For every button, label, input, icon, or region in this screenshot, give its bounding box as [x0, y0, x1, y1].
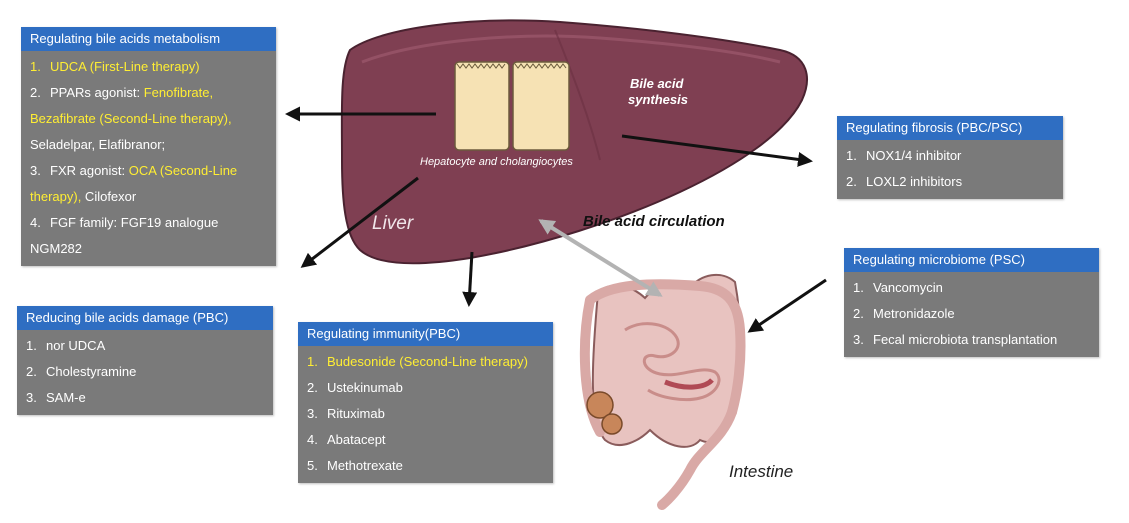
list-item-text: FXR agonist:: [50, 163, 129, 178]
arrow-to-damage: [300, 176, 419, 268]
box-microbiome-list: 1. Vancomycin 2. Metronidazole 3. Fecal micro…: [844, 272, 1099, 357]
list-item-number: 1.: [853, 280, 864, 295]
list-item: 2. Metronidazole: [853, 301, 1091, 327]
list-item-number: 1.: [307, 354, 318, 369]
list-item-number: 5.: [307, 458, 318, 473]
liver-label: Liver: [372, 213, 414, 234]
box-fibrosis-title: Regulating fibrosis (PBC/PSC): [837, 116, 1063, 140]
list-item-number: 4.: [30, 215, 41, 230]
list-item: 5. Methotrexate: [307, 453, 545, 479]
list-item-number: 2.: [853, 306, 864, 321]
arrow-from-microbiome: [747, 278, 827, 333]
list-item-number: 3.: [26, 390, 37, 405]
list-item-text: Abatacept: [327, 432, 386, 447]
hepatocyte-cells-illustration: [454, 61, 570, 151]
box-immunity: Regulating immunity(PBC) 1. Budesonide (S…: [298, 322, 553, 483]
list-item: 2. LOXL2 inhibitors: [846, 169, 1055, 195]
list-item-text: Ustekinumab: [327, 380, 403, 395]
list-item-number: 2.: [846, 174, 857, 189]
list-item-text: Cilofexor: [81, 189, 137, 204]
list-item: 3. SAM-e: [26, 385, 265, 411]
list-item: 2. Cholestyramine: [26, 359, 265, 385]
list-item-text: Metronidazole: [873, 306, 955, 321]
list-item-text: LOXL2 inhibitors: [866, 174, 963, 189]
list-item: 1. Vancomycin: [853, 275, 1091, 301]
list-item: 2. Ustekinumab: [307, 375, 545, 401]
list-item: 1. nor UDCA: [26, 333, 265, 359]
arrow-to-fibrosis: [621, 134, 813, 167]
list-item-text: nor UDCA: [46, 338, 106, 353]
list-item-text: Seladelpar, Elafibranor;: [30, 137, 166, 152]
bile-synthesis-label-line1: Bile acid: [630, 76, 684, 91]
box-metabolism: Regulating bile acids metabolism 1. UDCA …: [21, 27, 276, 266]
box-damage-title: Reducing bile acids damage (PBC): [17, 306, 273, 330]
list-item-number: 2.: [307, 380, 318, 395]
intestine-illustration: [579, 273, 746, 510]
box-fibrosis: Regulating fibrosis (PBC/PSC) 1. NOX1/4 i…: [837, 116, 1063, 199]
list-item: 1. NOX1/4 inhibitor: [846, 143, 1055, 169]
list-item: 2. PPARs agonist: Fenofibrate, Bezafibrat…: [30, 80, 268, 158]
arrow-to-immunity: [462, 251, 478, 307]
list-item-number: 2.: [30, 85, 41, 100]
list-item-text: Cholestyramine: [46, 364, 137, 379]
list-item: 3. Fecal microbiota transplantation: [853, 327, 1091, 353]
list-item: 3. FXR agonist: OCA (Second-Line therapy)…: [30, 158, 268, 210]
box-immunity-title: Regulating immunity(PBC): [298, 322, 553, 346]
bile-synthesis-label-line2: synthesis: [628, 92, 688, 107]
arrow-bile-circulation: [538, 219, 663, 297]
list-item-text: Fecal microbiota transplantation: [873, 332, 1058, 347]
list-item-text: Methotrexate: [327, 458, 403, 473]
list-item: 1. Budesonide (Second-Line therapy): [307, 349, 545, 375]
list-item-number: 3.: [853, 332, 864, 347]
list-item: 4.FGF family: FGF19 analogue NGM282: [30, 210, 268, 262]
list-item-text: UDCA (First-Line therapy): [50, 59, 200, 74]
list-item-number: 1.: [30, 59, 41, 74]
list-item-text: Budesonide (Second-Line therapy): [327, 354, 528, 369]
box-immunity-list: 1. Budesonide (Second-Line therapy) 2. Uste…: [298, 346, 553, 483]
hepatocyte-label: Hepatocyte and cholangiocytes: [420, 156, 573, 168]
list-item: 1. UDCA (First-Line therapy): [30, 54, 268, 80]
box-microbiome: Regulating microbiome (PSC) 1. Vancomycin…: [844, 248, 1099, 357]
box-damage: Reducing bile acids damage (PBC) 1. nor U…: [17, 306, 273, 415]
list-item-text: NOX1/4 inhibitor: [866, 148, 962, 163]
bile-circulation-label: Bile acid circulation: [583, 213, 725, 230]
box-metabolism-title: Regulating bile acids metabolism: [21, 27, 276, 51]
list-item-text: OCA (Second-Line therapy),: [30, 163, 238, 204]
list-item-text: Fenofibrate, Bezafibrate (Second-Line th…: [30, 85, 232, 126]
list-item-number: 4.: [307, 432, 318, 447]
box-metabolism-list: 1. UDCA (First-Line therapy) 2. PPARs agoni…: [21, 51, 276, 266]
list-item: 4. Abatacept: [307, 427, 545, 453]
intestine-label: Intestine: [729, 462, 794, 481]
list-item-text: Vancomycin: [873, 280, 943, 295]
list-item-number: 3.: [30, 163, 41, 178]
box-microbiome-title: Regulating microbiome (PSC): [844, 248, 1099, 272]
list-item-text: PPARs agonist:: [50, 85, 144, 100]
list-item-text: SAM-e: [46, 390, 86, 405]
list-item-number: 1.: [846, 148, 857, 163]
list-item-text: Rituximab: [327, 406, 385, 421]
list-item: 3. Rituximab: [307, 401, 545, 427]
list-item-number: 2.: [26, 364, 37, 379]
box-fibrosis-list: 1. NOX1/4 inhibitor 2. LOXL2 inhibitors: [837, 140, 1063, 199]
list-item-text: FGF family: FGF19 analogue NGM282: [30, 215, 219, 256]
list-item-number: 3.: [307, 406, 318, 421]
list-item-number: 1.: [26, 338, 37, 353]
box-damage-list: 1. nor UDCA 2. Cholestyramine 3. SAM-e: [17, 330, 273, 415]
